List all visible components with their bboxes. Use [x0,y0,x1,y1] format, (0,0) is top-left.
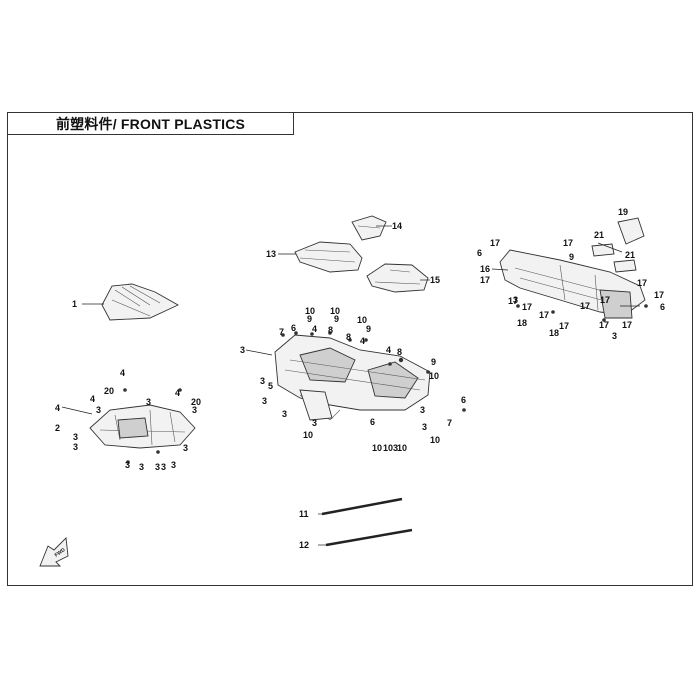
callout-4: 4 [90,394,95,404]
callout-17: 17 [563,238,573,248]
callout-4: 4 [312,324,317,334]
callout-9: 9 [569,252,574,262]
callout-3: 3 [312,418,317,428]
callout-3: 3 [146,397,151,407]
page-title: 前塑料件/ FRONT PLASTICS [7,112,294,135]
diagram-frame [7,112,693,586]
callout-3: 3 [73,432,78,442]
callout-9: 9 [307,314,312,324]
callout-6: 6 [461,395,466,405]
callout-18: 18 [517,318,527,328]
callout-15: 15 [430,275,440,285]
callout-10: 10 [357,315,367,325]
fwd-label: FWD [54,547,67,559]
callout-17: 17 [654,290,664,300]
callout-3: 3 [171,460,176,470]
callout-3: 3 [612,331,617,341]
callout-3: 3 [139,462,144,472]
callout-17: 17 [508,296,518,306]
callout-20: 20 [191,397,201,407]
part-small-panel [351,215,387,241]
callout-19: 19 [618,207,628,217]
part-right-cover [366,263,429,293]
callout-3: 3 [73,442,78,452]
callout-10: 10 [303,430,313,440]
callout-3: 3 [96,405,101,415]
callout-11: 11 [299,509,309,519]
callout-7: 7 [279,327,284,337]
callout-3: 3 [260,376,265,386]
callout-3: 3 [262,396,267,406]
callout-6: 6 [291,323,296,333]
callout-3: 3 [422,422,427,432]
page-title-text: 前塑料件/ FRONT PLASTICS [55,115,246,132]
callout-8: 8 [346,332,351,342]
callout-10: 10 [372,443,382,453]
callout-103: 103 [383,443,398,453]
callout-6: 6 [370,417,375,427]
callout-4: 4 [386,345,391,355]
callout-14: 14 [392,221,402,231]
callout-21: 21 [594,230,604,240]
callout-1: 1 [72,299,77,309]
part-rod-11 [321,497,403,516]
callout-9: 9 [366,324,371,334]
part-lower-bracket [89,404,196,449]
callout-4: 4 [55,403,60,413]
callout-3: 3 [155,462,160,472]
callout-17: 17 [599,320,609,330]
callout-9: 9 [334,314,339,324]
callout-4: 4 [175,388,180,398]
callout-8: 8 [397,347,402,357]
callout-17: 17 [600,295,610,305]
callout-16: 16 [480,264,490,274]
callout-21: 21 [625,250,635,260]
part-rod-12 [325,528,413,547]
callout-17: 17 [480,275,490,285]
callout-5: 5 [268,381,273,391]
callout-4: 4 [360,336,365,346]
callout-18: 18 [549,328,559,338]
callout-10: 10 [305,306,315,316]
callout-20: 20 [104,386,114,396]
fwd-arrow-icon: FWD [39,537,69,567]
callout-10: 10 [330,306,340,316]
callout-6: 6 [660,302,665,312]
callout-17: 17 [522,302,532,312]
callout-labels: 1 2 3 3 3 3 3 3 3 3 3 3 3 3 3 3 3 3 3 3 … [55,207,665,550]
callout-10: 10 [430,435,440,445]
part-hood-cover [101,283,179,321]
callout-7: 7 [447,418,452,428]
callout-17: 17 [580,301,590,311]
callout-3: 3 [161,462,166,472]
callout-3: 3 [183,443,188,453]
callout-12: 12 [299,540,309,550]
callout-13: 13 [266,249,276,259]
callout-3: 3 [125,460,130,470]
callout-17: 17 [559,321,569,331]
callout-3: 3 [240,345,245,355]
callout-10: 10 [429,371,439,381]
callout-17: 17 [637,278,647,288]
callout-3: 3 [192,405,197,415]
fasteners [123,304,648,464]
callout-10: 10 [397,443,407,453]
callout-17: 17 [539,310,549,320]
leader-lines [61,225,640,546]
callout-4: 4 [120,368,125,378]
part-upper-cover [294,241,363,273]
callout-17: 17 [490,238,500,248]
callout-3: 3 [282,409,287,419]
callout-9: 9 [431,357,436,367]
callout-2: 2 [55,423,60,433]
part-front-body-panel [274,334,431,421]
callout-3: 3 [420,405,425,415]
callout-6: 6 [477,248,482,258]
callout-3: 3 [513,295,518,305]
callout-8: 8 [328,325,333,335]
callout-17: 17 [622,320,632,330]
